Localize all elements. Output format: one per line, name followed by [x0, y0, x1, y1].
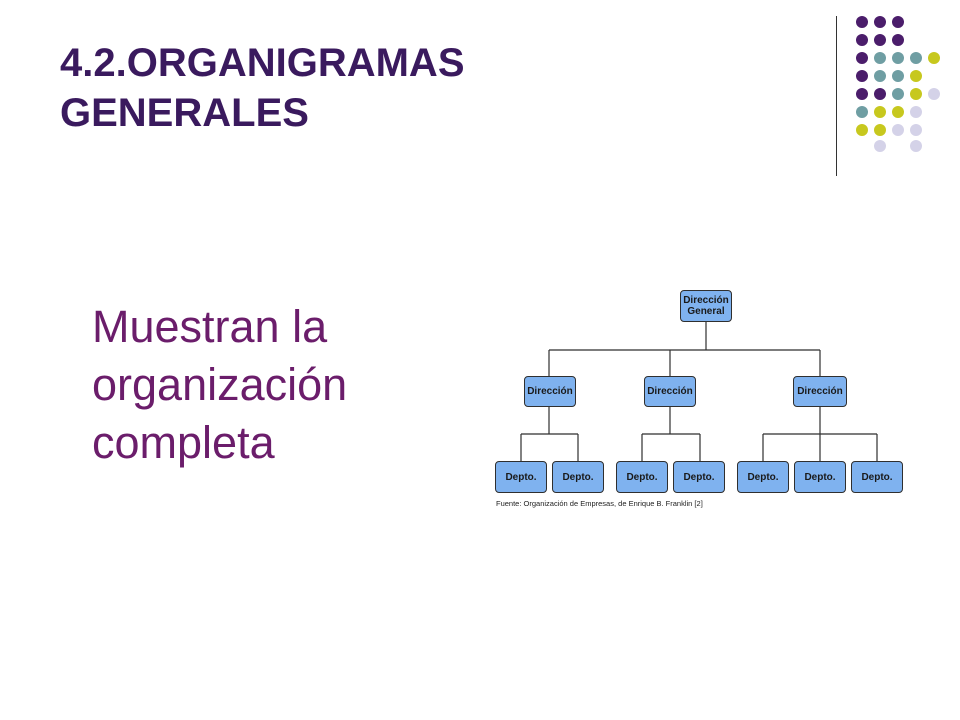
decorative-dot — [892, 16, 904, 28]
decorative-dot — [892, 70, 904, 82]
org-chart-source-caption: Fuente: Organización de Empresas, de Enr… — [496, 499, 703, 508]
org-node-label: Depto. — [747, 471, 779, 483]
org-node-depto: Depto. — [552, 461, 604, 493]
org-node-label: Depto. — [562, 471, 594, 483]
decorative-dot — [928, 52, 940, 64]
decorative-dot — [856, 106, 868, 118]
org-node-depto: Depto. — [495, 461, 547, 493]
slide-body-text: Muestran la organización completa — [92, 298, 347, 472]
org-node-top-line-2: General — [687, 306, 725, 317]
decorative-dot — [892, 34, 904, 46]
decorative-dot — [892, 52, 904, 64]
org-node-direccion-general: Dirección General — [680, 290, 732, 322]
org-node-label: Dirección — [797, 386, 843, 397]
org-node-depto: Depto. — [673, 461, 725, 493]
decorative-dot — [910, 124, 922, 136]
decorative-dot — [874, 124, 886, 136]
decorative-dot — [856, 16, 868, 28]
org-node-direccion: Dirección — [524, 376, 576, 407]
decorative-dot — [892, 124, 904, 136]
decorative-dot — [856, 124, 868, 136]
decorative-dot — [856, 88, 868, 100]
decorative-dot — [874, 88, 886, 100]
slide-title-line-2: GENERALES — [60, 91, 309, 135]
org-node-label: Depto. — [804, 471, 836, 483]
org-node-depto: Depto. — [616, 461, 668, 493]
decorative-dot — [910, 52, 922, 64]
decorative-dot — [910, 140, 922, 152]
decorative-dot — [874, 70, 886, 82]
decorative-dot — [874, 52, 886, 64]
decorative-dot — [928, 88, 940, 100]
decorative-dot — [910, 88, 922, 100]
body-line-3: completa — [92, 417, 275, 468]
decorative-dot — [856, 34, 868, 46]
decorative-dot — [856, 52, 868, 64]
slide-title: 4.2.ORGANIGRAMAS GENERALES — [60, 38, 465, 138]
decorative-dot — [874, 140, 886, 152]
decorative-dot — [874, 34, 886, 46]
decorative-dot — [892, 88, 904, 100]
decorative-dot — [910, 106, 922, 118]
org-chart-connectors — [520, 322, 878, 461]
org-node-label: Depto. — [861, 471, 893, 483]
body-line-1: Muestran la — [92, 301, 328, 352]
body-line-2: organización — [92, 359, 348, 410]
org-node-label: Dirección — [647, 386, 693, 397]
decorative-dot — [892, 106, 904, 118]
decorative-dot — [874, 16, 886, 28]
org-node-top-line-1: Dirección — [683, 295, 729, 306]
decorative-dot — [856, 70, 868, 82]
org-node-direccion: Dirección — [644, 376, 696, 407]
decorative-dot — [910, 70, 922, 82]
org-chart: Dirección General Dirección Dirección Di… — [490, 286, 910, 516]
org-node-label: Depto. — [683, 471, 715, 483]
org-node-label: Depto. — [626, 471, 658, 483]
org-node-depto: Depto. — [737, 461, 789, 493]
slide-title-line-1: 4.2.ORGANIGRAMAS — [60, 41, 465, 85]
org-node-label: Depto. — [505, 471, 537, 483]
org-node-label: Dirección — [527, 386, 573, 397]
org-node-direccion: Dirección — [793, 376, 847, 407]
decorative-dot — [874, 106, 886, 118]
header-divider — [836, 16, 837, 176]
org-node-depto: Depto. — [851, 461, 903, 493]
org-node-depto: Depto. — [794, 461, 846, 493]
